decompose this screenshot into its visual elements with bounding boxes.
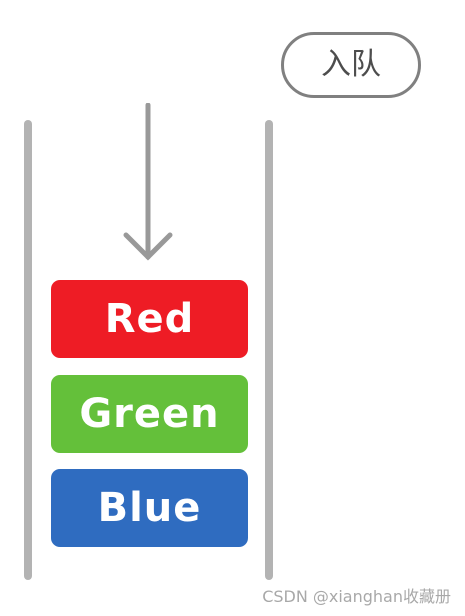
queue-item-blue: Blue bbox=[51, 469, 248, 547]
watermark: CSDN @xianghan收藏册 bbox=[262, 587, 451, 606]
arrow-down-icon bbox=[123, 103, 173, 261]
queue-item-green: Green bbox=[51, 375, 248, 453]
queue-left-wall bbox=[24, 120, 32, 580]
queue-item-red: Red bbox=[51, 280, 248, 358]
queue-right-wall bbox=[265, 120, 273, 580]
enqueue-label: 入队 bbox=[281, 32, 421, 98]
